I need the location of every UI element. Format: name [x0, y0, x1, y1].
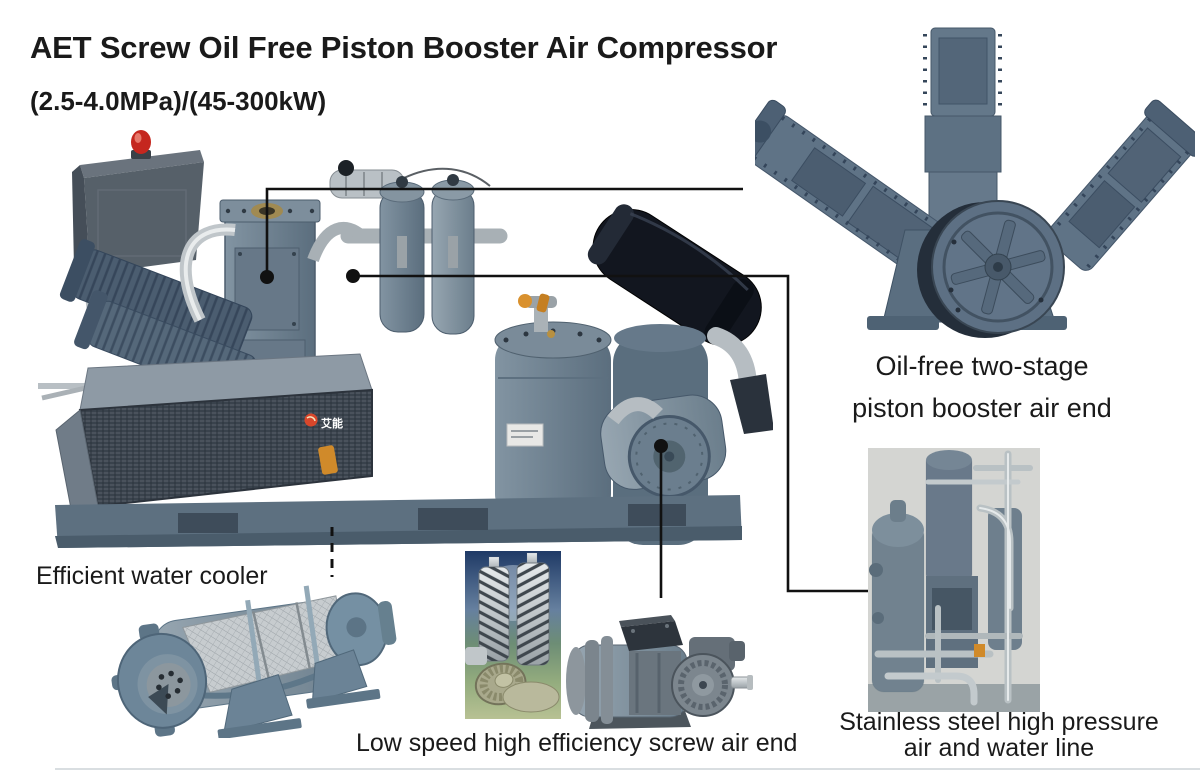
piston-booster-air-end-photo [755, 27, 1195, 338]
feet [217, 649, 381, 738]
intake-cone [730, 374, 773, 434]
brand-logo-text: 艾能 [321, 416, 343, 430]
electrical-cabinet [72, 150, 204, 274]
stainless-piping-photo [868, 448, 1040, 712]
bearing-race [502, 681, 560, 713]
page-subtitle: (2.5-4.0MPa)/(45-300kW) [30, 86, 327, 116]
output-shaft [730, 675, 753, 690]
gear-housing [671, 637, 745, 717]
oil-gas-vessel [494, 296, 612, 520]
page-title: AET Screw Oil Free Piston Booster Air Co… [30, 30, 778, 65]
warning-beacon [131, 130, 151, 159]
water-cooler-photo [111, 585, 397, 738]
bottom-divider [55, 768, 1200, 770]
rear-tank-top [614, 324, 706, 352]
right-end [325, 592, 397, 667]
label-screw-air-end: Low speed high efficiency screw air end [356, 729, 798, 757]
label-stainless-line1: Stainless steel high pressure [839, 708, 1159, 736]
airend-body [566, 636, 691, 729]
screw-rotor-photo [465, 551, 561, 719]
end-cap [111, 623, 208, 737]
pipe-highlight [183, 227, 236, 321]
label-stainless-line2: air and water line [903, 734, 1095, 762]
screw-air-end-photo [566, 615, 753, 729]
pulley-wheel [917, 200, 1065, 338]
flange [465, 647, 487, 665]
label-booster-line1: Oil-free two-stage [875, 351, 1089, 381]
compressor-package-photo: 艾能 [38, 130, 773, 548]
radiator-box: 艾能 [55, 353, 373, 515]
intake-elbow [707, 327, 757, 393]
valve-handle [974, 644, 985, 657]
label-water-cooler: Efficient water cooler [36, 562, 268, 590]
steel-pipes [874, 450, 1033, 706]
base-skid [55, 495, 742, 548]
label-booster-line2: piston booster air end [852, 393, 1112, 423]
right-cylinder [1046, 99, 1195, 271]
top-plate [619, 615, 683, 651]
